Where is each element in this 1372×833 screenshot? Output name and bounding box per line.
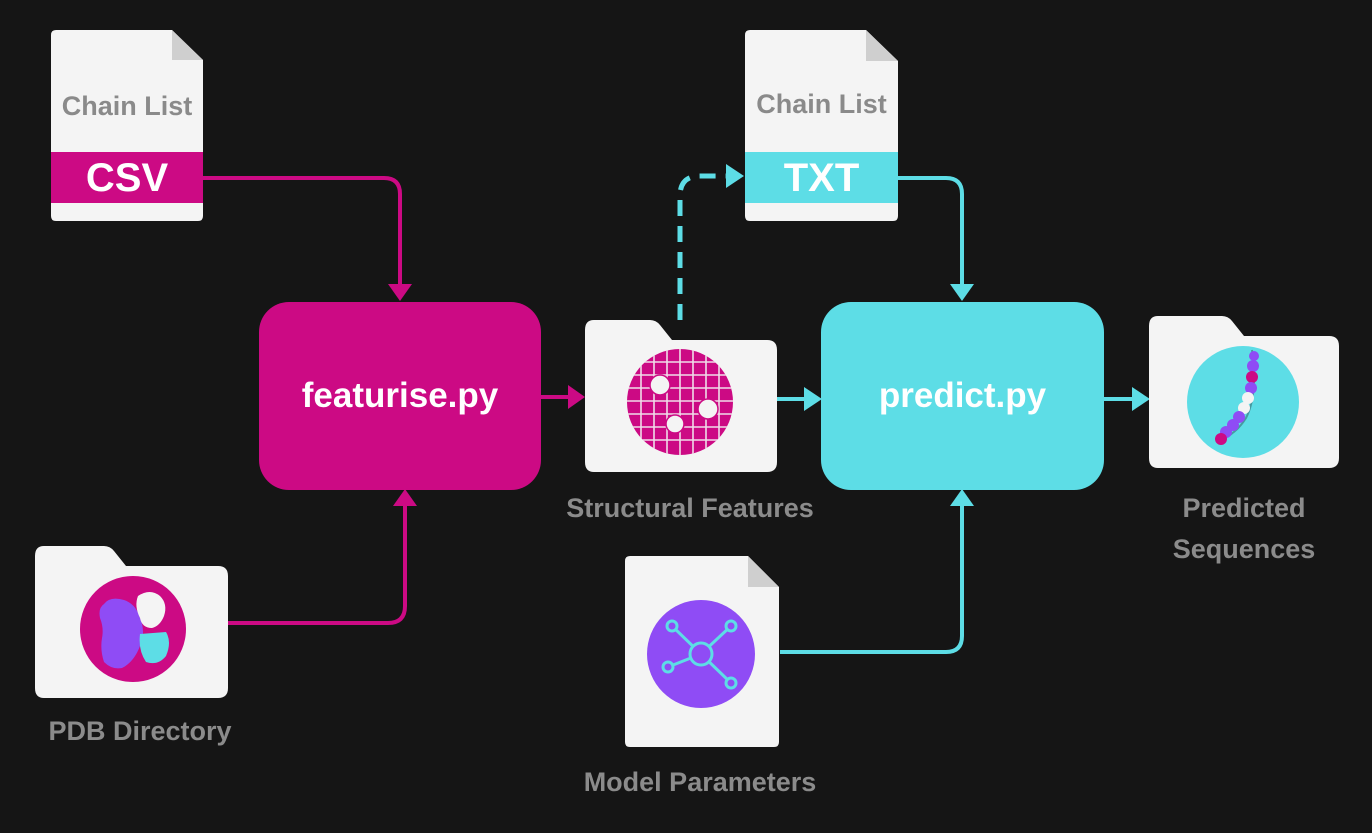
- txt-format-band: [745, 152, 898, 203]
- model-parameters-caption: Model Parameters: [583, 767, 817, 797]
- connector-featurise-to-features: [540, 385, 585, 409]
- connector-txt-to-predict: [898, 176, 974, 301]
- structural-features-caption: Structural Features: [566, 493, 814, 523]
- predict-process-label: predict.py: [878, 376, 1047, 415]
- feature-grid-folder-icon[interactable]: [585, 320, 777, 472]
- txt-file-title: Chain List: [756, 89, 887, 119]
- sequence-chain-folder-icon[interactable]: [1149, 316, 1339, 468]
- txt-format-label: TXT: [783, 156, 860, 200]
- predict-process-box[interactable]: [821, 302, 1104, 490]
- featurise-process-label: featurise.py: [301, 376, 499, 415]
- txt-file-icon[interactable]: [745, 30, 898, 221]
- csv-format-band: [51, 152, 203, 203]
- connector-features-to-txt-dashed: [677, 164, 744, 320]
- connector-csv-to-featurise: [200, 176, 412, 301]
- csv-file-title: Chain List: [61, 91, 193, 121]
- sequence-chain-beads: [1215, 351, 1259, 445]
- network-node-file-icon[interactable]: [625, 556, 779, 747]
- connector-model-to-predict: [780, 489, 974, 654]
- pdb-directory-caption: PDB Directory: [48, 716, 232, 746]
- connector-pdb-to-featurise: [228, 489, 417, 625]
- featurise-process-box[interactable]: [259, 302, 541, 490]
- protein-structure-folder-icon[interactable]: [35, 546, 228, 698]
- connector-predict-to-sequences: [1104, 387, 1150, 411]
- csv-file-icon[interactable]: [51, 30, 203, 221]
- predicted-sequences-caption-line1: Predicted: [1182, 493, 1306, 523]
- connector-features-to-predict: [777, 387, 822, 411]
- predicted-sequences-caption-line2: Sequences: [1172, 534, 1316, 564]
- csv-format-label: CSV: [85, 156, 169, 200]
